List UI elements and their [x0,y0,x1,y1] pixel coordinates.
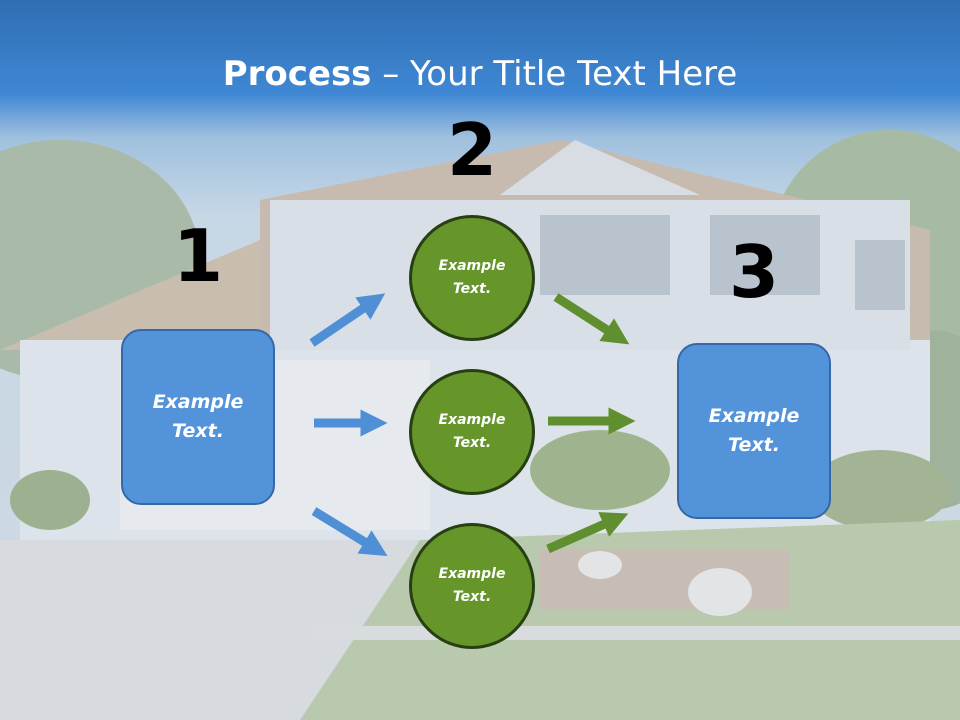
step-2-circle-middle: Example Text. [409,369,535,495]
step-3-label: Example Text. [708,405,800,456]
title-rest-part: – Your Title Text Here [371,54,738,94]
circle-bottom-label: Example Text. [438,566,506,605]
step-3-box: Example Text. [677,343,831,519]
title-bold-part: Process [222,54,372,94]
step-2-circle-top: Example Text. [409,215,535,341]
step-1-box: Example Text. [121,329,275,505]
step-number-2: 2 [446,108,498,192]
arrow-down-right-blue [311,507,388,557]
step-number-1: 1 [172,214,224,298]
step-2-circle-bottom: Example Text. [409,523,535,649]
slide-title: Process – Your Title Text Here [0,52,960,96]
arrow-up-right-green [546,512,629,554]
arrow-up-right-blue [309,293,386,347]
step-1-label: Example Text. [152,391,244,442]
step-number-3: 3 [728,230,780,314]
circle-middle-label: Example Text. [438,412,506,451]
arrow-down-right-green [553,293,630,345]
circle-top-label: Example Text. [438,258,506,297]
